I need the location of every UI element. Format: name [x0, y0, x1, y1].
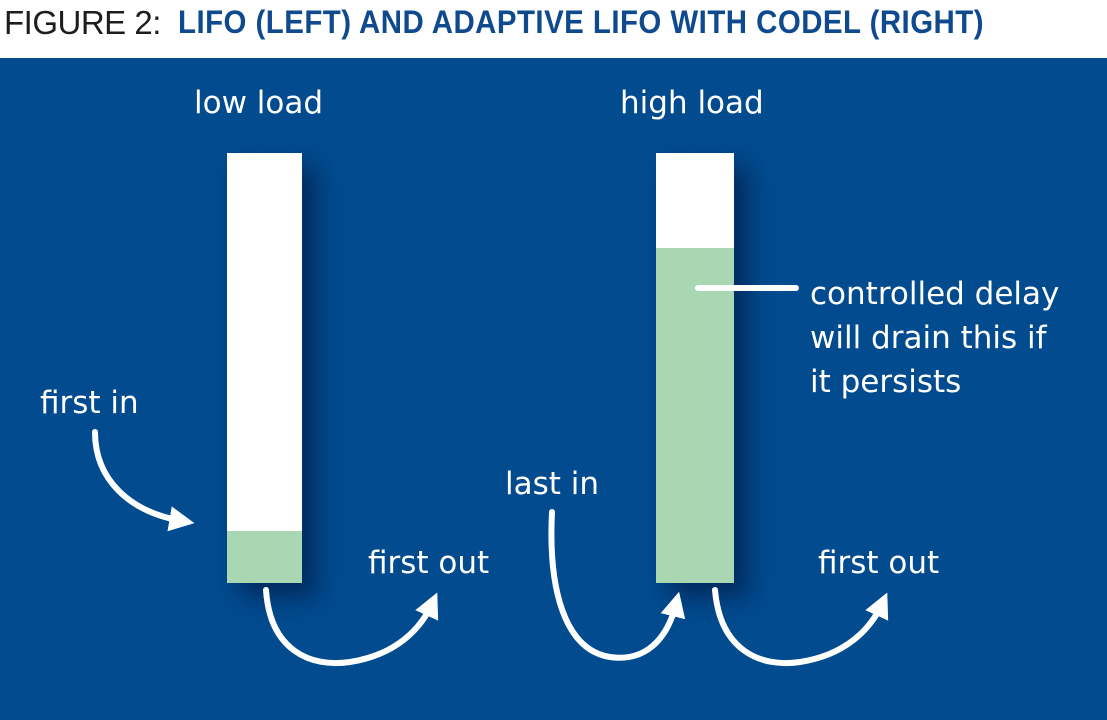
left-queue-fill [227, 531, 302, 583]
right-first-out-label: first out [818, 545, 940, 581]
last-in-arrow [548, 509, 686, 661]
first-in-arrow [92, 429, 195, 532]
left-queue-bar [227, 153, 302, 583]
last-in-label: last in [505, 466, 600, 502]
right-first-out-arrow [712, 587, 889, 666]
diagram-panel [0, 58, 1107, 720]
left-first-out-label: first out [368, 545, 490, 581]
right-heading: high load [620, 85, 764, 121]
annotation-line-3: it persists [810, 364, 962, 400]
annotation-line-1: controlled delay [810, 276, 1060, 312]
figure-title: LIFO (LEFT) AND ADAPTIVE LIFO WITH CODEL… [178, 4, 984, 40]
figure-label: FIGURE 2: [4, 4, 161, 41]
right-queue-fill [656, 247, 734, 583]
left-heading: low load [194, 85, 324, 121]
left-first-out-arrow [263, 587, 439, 666]
figure-title-bar: FIGURE 2: LIFO (LEFT) AND ADAPTIVE LIFO … [0, 0, 1107, 58]
annotation-line-2: will drain this if [810, 320, 1047, 356]
codel-annotation: controlled delay will drain this if it p… [810, 272, 1059, 404]
right-queue-bar [656, 153, 734, 583]
first-in-label: first in [40, 385, 139, 421]
